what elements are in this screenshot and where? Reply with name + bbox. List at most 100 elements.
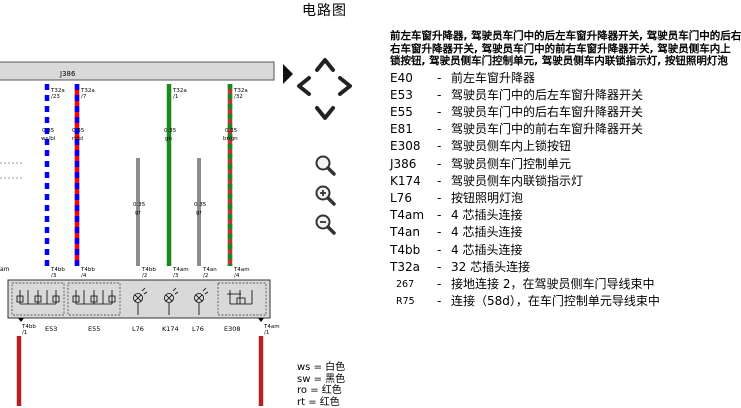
- wire-bottom-pin: /1: [22, 330, 27, 336]
- color-key-item: ws = 白色: [297, 362, 346, 373]
- legend-item-code: E55: [390, 104, 413, 119]
- legend-item: E308 -驾驶员侧车内上锁按钮: [390, 138, 603, 155]
- legend-item-dash: -: [437, 276, 442, 291]
- legend-item-dash: -: [437, 173, 442, 188]
- page-title: 电路图: [302, 3, 347, 19]
- pan-down-button[interactable]: [314, 103, 336, 123]
- legend-item-dash: -: [437, 208, 442, 223]
- zoom-fit-button[interactable]: [314, 154, 336, 176]
- legend-item-dash: -: [437, 139, 442, 154]
- legend-item-text: 32 芯插头连接: [451, 259, 531, 274]
- color-key-item: rt = 红色: [297, 396, 340, 408]
- legend-item-dash: -: [437, 122, 442, 137]
- wire-bottom-connector: T4am: [233, 267, 250, 273]
- control-unit-label: J386: [59, 70, 76, 78]
- wire-color-label: br/gn: [223, 136, 238, 142]
- wire-bottom-pin: /2: [203, 273, 208, 279]
- wire-bottom-connector: T4bb: [80, 267, 95, 273]
- color-key: ws = 白色 sw = 黑色 ro = 红色 rt = 红色: [297, 362, 345, 408]
- chevron-up-icon: [315, 58, 335, 72]
- wire-br-gn: T32a /32 0.35 br/gn T4am /4: [223, 84, 250, 279]
- legend-item-dash: -: [437, 242, 442, 257]
- legend-item: R75-连接（58d），在车门控制单元导线束中: [390, 293, 660, 310]
- wire-connector-label: T32a: [233, 88, 248, 94]
- legend-item-code: T4an: [390, 225, 420, 240]
- chevron-left-icon: [297, 76, 311, 96]
- pan-right-button[interactable]: [335, 75, 355, 97]
- play-right-icon: [283, 64, 293, 84]
- wire-pin-label: /32: [234, 94, 243, 100]
- magnifier-icon: [315, 155, 336, 176]
- legend-item-dash: -: [437, 70, 442, 85]
- legend-item-code: R75: [396, 296, 415, 308]
- legend-item-dash: -: [437, 259, 442, 274]
- legend-item-code: K174: [390, 173, 421, 188]
- legend-item-dash: -: [437, 87, 442, 102]
- wire-connector-label: T32a: [80, 88, 95, 94]
- wire-bottom-connector: T4am: [172, 267, 189, 273]
- legend-item-code: E308: [390, 139, 421, 154]
- legend-item-code: T4bb: [390, 242, 421, 257]
- chevron-down-icon: [315, 106, 335, 120]
- wire-size-label: 0.35: [72, 128, 85, 134]
- legend-item-code: T4am: [390, 208, 425, 223]
- legend-item-text: 4 芯插头连接: [451, 208, 523, 223]
- control-unit-bar: [0, 61, 275, 81]
- legend-item-code: E40: [390, 70, 413, 85]
- bottom-wire-left: T4bb /1: [16, 324, 36, 406]
- component-label: L76: [132, 325, 144, 333]
- legend-item: T4bb -4 芯插头连接: [390, 242, 603, 259]
- legend-item-dash: -: [437, 190, 442, 205]
- switch-module: [7, 279, 271, 322]
- pan-left-button[interactable]: [294, 75, 314, 97]
- color-key-item: ro = 红色: [297, 385, 342, 397]
- wire-pin-label: /1: [173, 94, 178, 100]
- next-page-button[interactable]: [281, 62, 295, 86]
- legend-description-line: 前左车窗升降器, 驾驶员车门中的后左车窗升降器开关, 驾驶员车门中的后右: [390, 30, 741, 42]
- legend-item-dash: -: [437, 225, 442, 240]
- wire-connector-label: T32a: [50, 88, 65, 94]
- wire-bottom-connector: T4bb: [50, 267, 65, 273]
- color-key-item: sw = 黑色: [297, 373, 346, 385]
- zoom-in-button[interactable]: [314, 184, 336, 206]
- component-label: E308: [224, 325, 241, 333]
- legend-item-text: 接地连接 2，在驾驶员侧车门导线束中: [451, 276, 655, 291]
- pan-up-button[interactable]: [314, 55, 336, 75]
- legend-item-text: 前左车窗升降器: [451, 70, 536, 85]
- wire-color-label: rt/bl: [72, 136, 84, 142]
- wire-bottom-pin: /1: [264, 330, 269, 336]
- legend-item-text: 驾驶员侧车门控制单元: [451, 156, 572, 171]
- zoom-out-button[interactable]: [314, 213, 336, 235]
- legend-item-text: 驾驶员侧车内上锁按钮: [451, 139, 572, 154]
- wire-size-label: 0.35: [42, 128, 55, 134]
- legend-item-dash: -: [437, 104, 442, 119]
- wire-connector-label: T32a: [172, 88, 187, 94]
- legend-item-code: L76: [390, 190, 412, 205]
- legend-item-code: 267: [396, 278, 415, 290]
- legend-item-code: T32a: [390, 259, 420, 274]
- legend-item: K174 -驾驶员侧车内联锁指示灯: [390, 173, 603, 190]
- component-label: E55: [88, 325, 100, 333]
- legend-item-text: 4 芯插头连接: [451, 242, 523, 257]
- wire-bottom-pin: /3: [173, 273, 179, 279]
- legend-item-text: 4 芯插头连接: [451, 225, 523, 240]
- legend-item: L76 -按钮照明灯泡: [390, 190, 603, 207]
- legend-item-dash: -: [437, 294, 442, 309]
- legend-item-code: J386: [390, 156, 417, 171]
- zoom-out-icon: [315, 214, 336, 235]
- legend-description-line: 锁按钮, 驾驶员侧车门控制单元, 驾驶员侧车内联锁指示灯, 按钮照明灯泡: [390, 55, 728, 67]
- wire-color-label: gn: [165, 136, 172, 142]
- wire-ws-bl: T32a /23 0.35 ws/bl T4bb /3: [41, 84, 65, 279]
- wire-color-label: ws/bl: [41, 136, 56, 142]
- legend-item: T4am-4 芯插头连接: [390, 207, 603, 224]
- wire-bottom-connector: T4bb: [21, 324, 36, 330]
- legend-item-text: 驾驶员车门中的后右车窗升降器开关: [451, 104, 644, 119]
- legend-item-code: E81: [390, 122, 413, 137]
- legend-item-dash: -: [437, 156, 442, 171]
- legend-item-text: 按钮照明灯泡: [451, 190, 524, 205]
- wire-size-label: 0.35: [164, 128, 177, 134]
- chevron-right-icon: [338, 76, 352, 96]
- left-pin-label: am: [0, 266, 10, 273]
- legend-item-text: 驾驶员侧车内联锁指示灯: [451, 173, 584, 188]
